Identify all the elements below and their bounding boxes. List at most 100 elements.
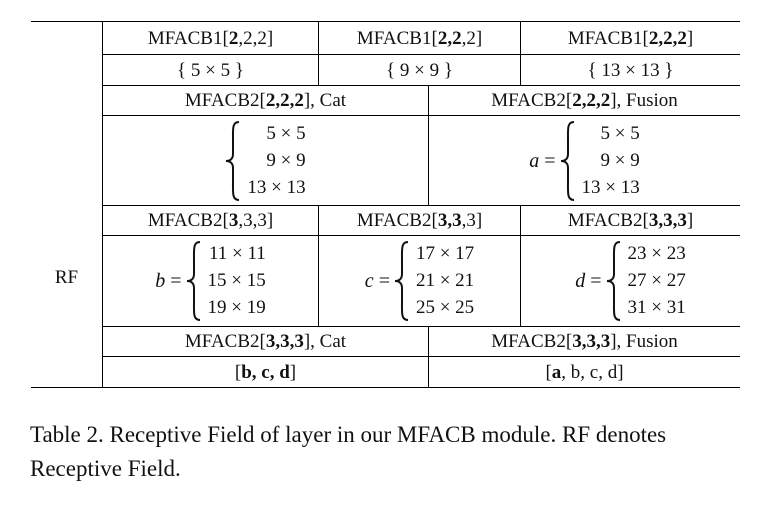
col-divider: [428, 85, 429, 205]
rule-top: [31, 21, 740, 22]
rf-value: { 13 × 13 }: [587, 59, 674, 81]
brace-set: c = 17 × 17 21 × 21 25 × 25: [365, 241, 474, 321]
rf-value: 27 × 27: [627, 270, 686, 291]
col-divider: [318, 205, 319, 326]
bracket-close: ]: [289, 361, 297, 383]
value-list: 5 × 5 9 × 9 13 × 13: [247, 121, 305, 201]
rf-set-mfacb2-222-fusion: a = 5 × 5 9 × 9 13 × 13: [429, 116, 740, 205]
header-mfacb1-2: MFACB1[2,2,2]: [319, 22, 520, 54]
label-bold: 3,3,3: [648, 210, 687, 231]
rf-combination: b, c, d: [241, 361, 290, 383]
rf-value: 13 × 13: [247, 176, 306, 198]
var-name: d: [575, 270, 586, 292]
rule: [102, 54, 740, 55]
rf-value: 31 × 31: [627, 297, 686, 318]
rule: [102, 235, 740, 236]
label-rest: ,3,3]: [238, 210, 274, 231]
rf-final-fusion: [a, b, c, d]: [429, 357, 740, 387]
rf-value: 17 × 17: [415, 243, 475, 264]
rf-final-cat: [b, c, d]: [103, 357, 428, 387]
label-prefix: MFACB2[: [147, 210, 229, 231]
label-prefix: MFACB1[: [567, 27, 649, 49]
label-prefix: MFACB2[: [184, 331, 266, 352]
rf-set-mfacb1-2: { 9 × 9 }: [319, 55, 520, 85]
var-name: c: [364, 270, 374, 292]
left-brace-icon: [226, 120, 240, 201]
label-prefix: MFACB2[: [184, 90, 266, 111]
rf-set-c: c = 17 × 17 21 × 21 25 × 25: [319, 236, 520, 326]
rf-value: 13 × 13: [581, 176, 640, 198]
label-rest: ,2,2]: [238, 27, 274, 49]
label-prefix: MFACB2[: [491, 331, 573, 352]
rule: [102, 356, 740, 357]
label-rest: ]: [686, 210, 694, 231]
rule: [102, 326, 740, 327]
rule: [102, 85, 740, 86]
rf-value: 21 × 21: [415, 270, 475, 291]
header-mfacb2-222-cat: MFACB2[2,2,2], Cat: [103, 86, 428, 115]
label-bold: 3,3,3: [572, 331, 611, 352]
var-name: b: [155, 270, 166, 292]
header-mfacb2-333-2: MFACB2[3,3,3]: [319, 206, 520, 235]
rf-value: 19 × 19: [207, 297, 266, 318]
rf-value: 9 × 9: [266, 149, 306, 171]
rf-set-mfacb1-1: { 5 × 5 }: [103, 55, 318, 85]
rule-bottom: [31, 387, 740, 388]
var-name: a: [529, 149, 540, 172]
label-bold: 3,3,3: [265, 331, 304, 352]
rf-value: 9 × 9: [600, 149, 640, 171]
value-list: 23 × 23 27 × 27 31 × 31: [628, 241, 686, 321]
brace-set: 5 × 5 9 × 9 13 × 13: [225, 120, 306, 201]
rf-value: 25 × 25: [415, 297, 475, 318]
rule-left-column: [102, 21, 103, 387]
col-divider: [520, 21, 521, 85]
label-rest: ], Fusion: [610, 90, 678, 111]
label-bold: 2: [228, 27, 239, 49]
left-brace-icon: [606, 241, 620, 321]
rf-set-mfacb2-222-cat: 5 × 5 9 × 9 13 × 13: [103, 116, 428, 205]
label-prefix: MFACB2[: [491, 90, 573, 111]
row-label-text: RF: [54, 266, 79, 288]
label-bold: 3: [228, 210, 239, 231]
rule: [102, 205, 740, 206]
value-list: 17 × 17 21 × 21 25 × 25: [416, 241, 474, 321]
bracket-open: [: [545, 361, 552, 383]
col-divider: [428, 326, 429, 387]
left-brace-icon: [394, 241, 409, 321]
label-rest: ], Cat: [303, 331, 347, 352]
row-label-rf: RF: [31, 262, 102, 292]
label-bold: 3,3: [437, 210, 462, 231]
brace-set: b = 11 × 11 15 × 15 19 × 19: [155, 241, 266, 321]
rf-value: 5 × 5: [266, 122, 306, 144]
header-mfacb2-final-cat: MFACB2[3,3,3], Cat: [103, 327, 428, 356]
rf-combination-bold: a: [551, 361, 562, 383]
rf-value: { 5 × 5 }: [177, 59, 244, 81]
label-rest: ,3]: [461, 210, 483, 231]
label-prefix: MFACB2[: [567, 210, 649, 231]
rf-value: 11 × 11: [208, 243, 266, 264]
brace-set: d = 23 × 23 27 × 27 31 × 31: [575, 241, 686, 321]
rf-value: { 9 × 9 }: [386, 59, 453, 81]
left-brace-icon: [560, 120, 574, 201]
label-rest: ], Cat: [303, 90, 347, 111]
header-mfacb1-1: MFACB1[2,2,2]: [103, 22, 318, 54]
label-rest: ,2]: [461, 27, 483, 49]
header-mfacb2-333-3: MFACB2[3,3,3]: [521, 206, 740, 235]
rf-combination-rest: , b, c, d]: [561, 361, 624, 383]
label-rest: ], Fusion: [610, 331, 678, 352]
header-mfacb2-final-fusion: MFACB2[3,3,3], Fusion: [429, 327, 740, 356]
label-prefix: MFACB1[: [147, 27, 229, 49]
value-list: 5 × 5 9 × 9 13 × 13: [582, 121, 640, 201]
header-mfacb2-222-fusion: MFACB2[2,2,2], Fusion: [429, 86, 740, 115]
rule: [102, 115, 740, 116]
label-bold: 2,2,2: [648, 27, 687, 49]
label-rest: ]: [686, 27, 694, 49]
table-caption: Table 2. Receptive Field of layer in our…: [30, 422, 667, 481]
rf-value: 15 × 15: [207, 270, 266, 291]
rf-value: 23 × 23: [627, 243, 686, 264]
label-bold: 2,2,2: [572, 90, 611, 111]
bracket-open: [: [234, 361, 242, 383]
left-brace-icon: [186, 241, 200, 321]
rf-set-b: b = 11 × 11 15 × 15 19 × 19: [103, 236, 318, 326]
rf-set-mfacb1-3: { 13 × 13 }: [521, 55, 740, 85]
